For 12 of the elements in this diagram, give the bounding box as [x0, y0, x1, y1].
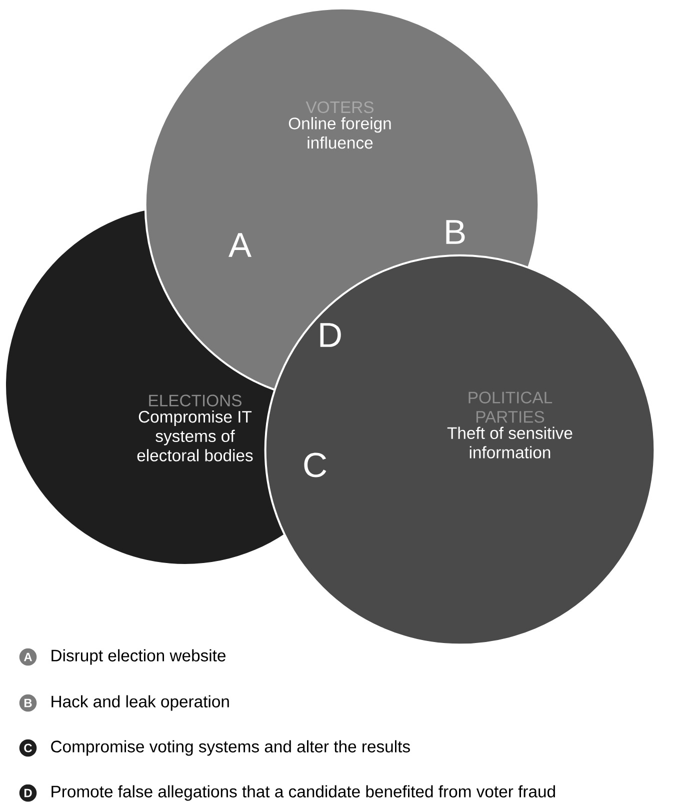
letter-badge: A [19, 648, 37, 666]
letter-badge: C [19, 739, 37, 757]
legend-text: Disrupt election website [52, 649, 226, 665]
legend-text: Compromise voting systems and alter the results [51, 740, 410, 756]
letter-badge: B [19, 694, 37, 712]
region-letter: C [304, 452, 326, 478]
region-letter: A [228, 233, 252, 257]
region-letter: B [446, 220, 465, 244]
letter-badge: D [19, 784, 37, 802]
legend-text: Promote false allegations that a candidate benefited from voter fraud [52, 785, 555, 801]
legend-text: Hack and leak operation [52, 695, 229, 711]
region-letter: D [320, 323, 341, 347]
